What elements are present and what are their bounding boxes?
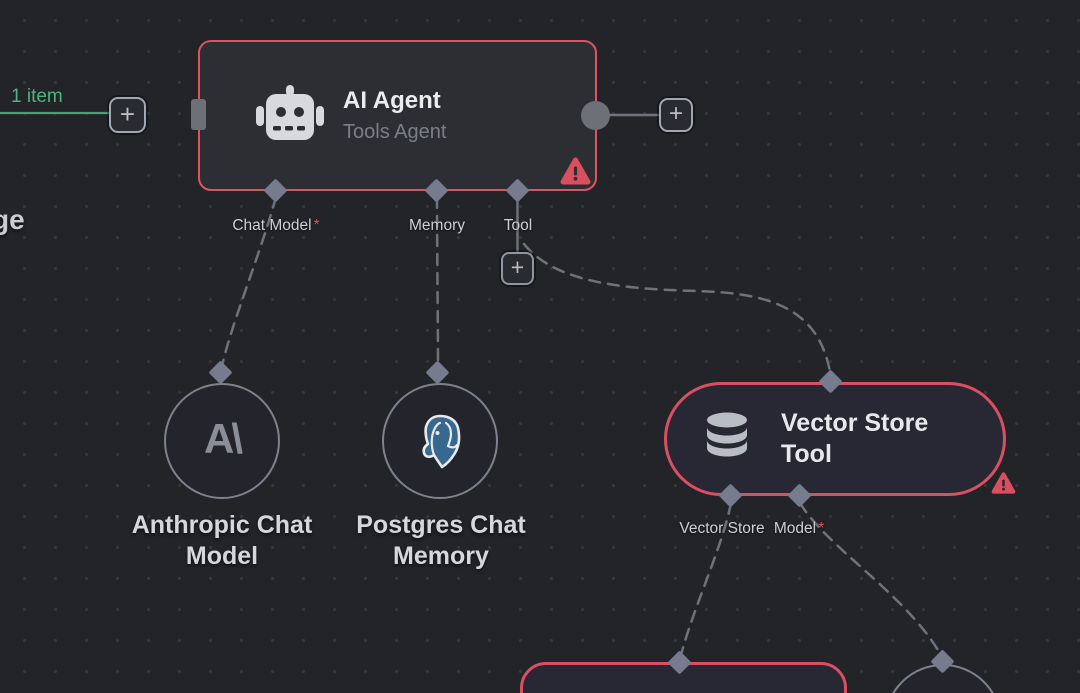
- node-vector-store-tool[interactable]: Vector Store Tool: [664, 382, 1006, 496]
- agent-input-port[interactable]: [191, 99, 206, 130]
- required-marker: *: [818, 520, 825, 537]
- node-title: AI Agent: [343, 87, 441, 114]
- port-label-vector-store: Vector Store: [679, 520, 765, 537]
- required-marker: *: [313, 217, 320, 234]
- node-postgres-chat-memory[interactable]: [382, 383, 498, 499]
- agent-output-port[interactable]: [581, 101, 610, 130]
- connection-tool-vector-store: [522, 242, 832, 374]
- node-anthropic-chat-model[interactable]: A\: [164, 383, 280, 499]
- port-label-tool: Tool: [503, 217, 533, 234]
- plus-icon: +: [119, 99, 136, 129]
- database-icon: [707, 412, 747, 457]
- plus-icon: +: [510, 254, 525, 280]
- node-label-postgres: Postgres Chat Memory: [356, 511, 526, 570]
- port-label-memory: Memory: [409, 217, 465, 234]
- warning-icon: [560, 157, 591, 185]
- postgres-logo: [422, 414, 461, 469]
- warning-icon: [991, 472, 1016, 494]
- node-ai-agent[interactable]: AI Agent Tools Agent: [198, 40, 597, 191]
- port-label-chat-model: Chat Model*: [232, 217, 320, 234]
- offscreen-node-label-partial: ge: [0, 204, 25, 235]
- anthropic-input-port[interactable]: [208, 360, 233, 385]
- add-node-button-left[interactable]: +: [109, 97, 146, 133]
- add-tool-button[interactable]: +: [501, 252, 534, 285]
- plus-icon: +: [668, 100, 683, 127]
- node-title: Vector Store Tool: [781, 409, 929, 468]
- connection-items-badge: 1 item: [11, 86, 63, 107]
- node-label-anthropic: Anthropic Chat Model: [131, 511, 313, 570]
- add-node-button-right[interactable]: +: [659, 98, 693, 132]
- anthropic-logo: A\: [204, 415, 243, 462]
- robot-icon: [256, 85, 324, 140]
- postgres-input-port[interactable]: [425, 360, 450, 385]
- node-subtitle: Tools Agent: [343, 121, 447, 143]
- port-label-model: Model*: [773, 520, 825, 537]
